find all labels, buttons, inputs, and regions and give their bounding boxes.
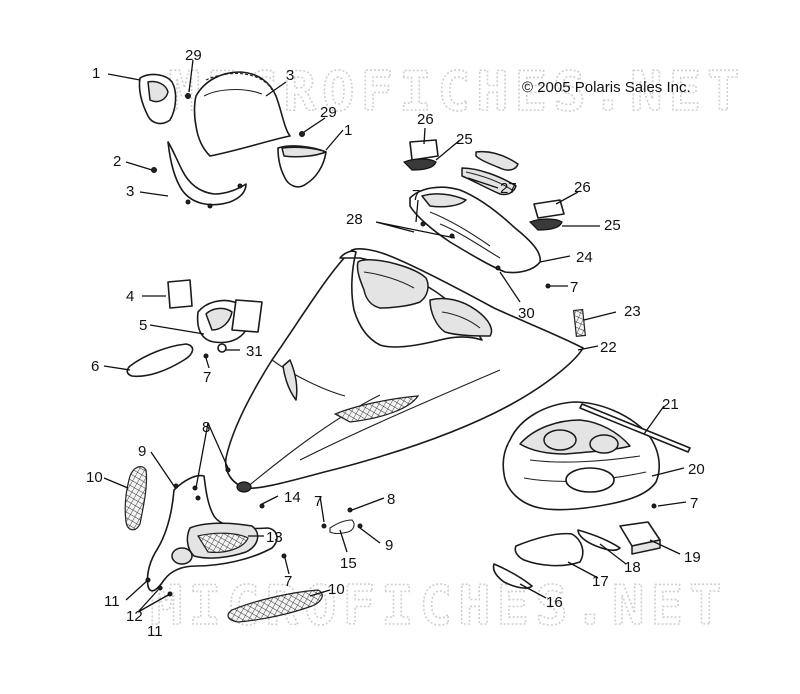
callout-7-left: 7 bbox=[203, 369, 211, 386]
callout-25-right: 25 bbox=[604, 217, 621, 234]
windshield-part-3 bbox=[193, 71, 291, 157]
callout-30: 30 bbox=[518, 305, 535, 322]
gauge-mount-part-25-right bbox=[528, 218, 563, 231]
seal-part-16 bbox=[492, 563, 533, 589]
callout-1-right: 1 bbox=[344, 122, 352, 139]
side-panel-part-1-left bbox=[138, 73, 177, 125]
callout-19: 19 bbox=[684, 549, 701, 566]
gauge-mount-part-25-top bbox=[402, 158, 437, 171]
callout-6: 6 bbox=[91, 358, 99, 375]
bracket-part-5 bbox=[196, 299, 263, 344]
lens-part-6 bbox=[126, 343, 194, 378]
screw-part-7-dash bbox=[545, 283, 551, 289]
screw-part-29-b bbox=[299, 131, 305, 137]
callout-7-right-dash: 7 bbox=[570, 279, 578, 296]
callout-29-right: 29 bbox=[320, 104, 337, 121]
gauge-part-26-top bbox=[409, 139, 439, 161]
callout-21: 21 bbox=[662, 396, 679, 413]
hood-part-22 bbox=[224, 248, 584, 493]
callout-10-bottom: 10 bbox=[328, 581, 345, 598]
callout-13: 13 bbox=[266, 529, 283, 546]
callout-4: 4 bbox=[126, 288, 134, 305]
hardware-part-11-12 bbox=[145, 483, 179, 597]
callout-7-center: 7 bbox=[314, 493, 322, 510]
foam-block-part-19 bbox=[619, 521, 661, 555]
copyright-notice: © 2005 Polaris Sales Inc. bbox=[522, 79, 691, 96]
callout-8-center: 8 bbox=[387, 491, 395, 508]
callout-15: 15 bbox=[340, 555, 357, 572]
screw-part-7-right bbox=[651, 503, 657, 509]
nose-pan-part-13 bbox=[146, 474, 278, 592]
callout-31: 31 bbox=[246, 343, 263, 360]
grommet-part-31 bbox=[203, 343, 227, 359]
reflector-part-23 bbox=[573, 308, 586, 338]
seal-part-18 bbox=[577, 529, 621, 551]
callout-11-top: 11 bbox=[104, 593, 120, 610]
decal-part-4 bbox=[167, 279, 193, 309]
air-box-part-20 bbox=[502, 401, 660, 511]
callout-labels: 1 29 3 29 1 2 3 26 25 27 26 25 7 28 24 7… bbox=[86, 47, 705, 640]
seal-part-17 bbox=[514, 532, 584, 567]
callout-1-left: 1 bbox=[92, 65, 100, 82]
callout-9-left: 9 bbox=[138, 443, 146, 460]
callout-11-bottom: 11 bbox=[147, 623, 163, 640]
callout-7-dash: 7 bbox=[412, 187, 420, 204]
dash-panel-part-24 bbox=[409, 186, 541, 274]
callout-18: 18 bbox=[624, 559, 641, 576]
side-panel-part-1-right bbox=[277, 145, 327, 188]
callout-10-left: 10 bbox=[86, 469, 103, 486]
callout-7-lower: 7 bbox=[284, 573, 292, 590]
callout-8-left: 8 bbox=[202, 419, 210, 436]
callout-26-top: 26 bbox=[417, 111, 434, 128]
callout-12: 12 bbox=[126, 608, 143, 625]
grill-part-10-left bbox=[124, 466, 148, 531]
grill-part-10-bottom bbox=[227, 589, 323, 623]
rod-part-21 bbox=[579, 403, 691, 453]
callout-5: 5 bbox=[139, 317, 147, 334]
callout-27: 27 bbox=[500, 180, 517, 197]
callout-29-top: 29 bbox=[185, 47, 202, 64]
callout-14: 14 bbox=[284, 489, 301, 506]
watermark-bottom: MICROFICHES.NET bbox=[150, 574, 728, 637]
callout-26-right: 26 bbox=[574, 179, 591, 196]
callout-2: 2 bbox=[113, 153, 121, 170]
callout-23: 23 bbox=[624, 303, 641, 320]
callout-28: 28 bbox=[346, 211, 363, 228]
screw-part-29-a bbox=[185, 93, 191, 99]
callout-22: 22 bbox=[600, 339, 617, 356]
leader-lines bbox=[103, 59, 687, 613]
callout-9-center: 9 bbox=[385, 537, 393, 554]
gauge-lens bbox=[475, 150, 519, 171]
windshield-trim-part-3 bbox=[167, 141, 247, 209]
gauge-part-26-right bbox=[533, 199, 565, 219]
callout-3-top: 3 bbox=[286, 67, 294, 84]
callout-16: 16 bbox=[546, 594, 563, 611]
callout-17: 17 bbox=[592, 573, 609, 590]
callout-7-airbox: 7 bbox=[690, 495, 698, 512]
callout-24: 24 bbox=[576, 249, 593, 266]
screw-part-2 bbox=[151, 167, 157, 173]
callout-3-bottom: 3 bbox=[126, 183, 134, 200]
gauge-bezel-part-27 bbox=[461, 167, 517, 196]
callout-20: 20 bbox=[688, 461, 705, 478]
callout-25-top: 25 bbox=[456, 131, 473, 148]
